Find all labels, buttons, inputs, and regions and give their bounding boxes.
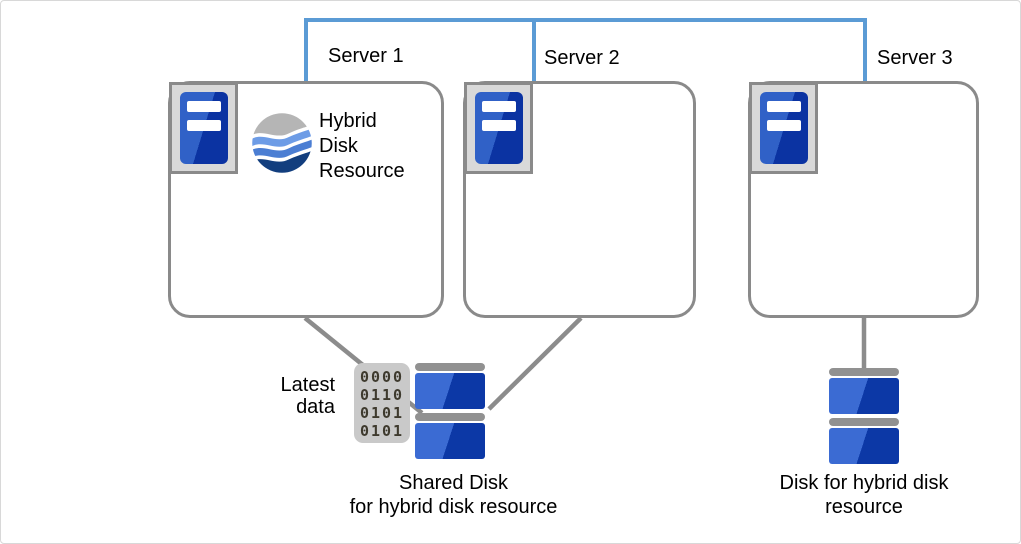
hybrid-disk-caption-line2: resource — [825, 496, 903, 518]
binary-data-icon: 0000 0110 0101 0101 — [354, 363, 410, 443]
disk-platter — [829, 428, 899, 464]
server3-label: Server 3 — [877, 47, 953, 69]
shared-disk-icon — [415, 363, 485, 463]
disk-cap — [415, 413, 485, 421]
server1-icon — [169, 82, 238, 174]
binary-row: 0101 — [359, 404, 405, 422]
shared-disk-caption-line2: for hybrid disk resource — [349, 496, 558, 518]
latest-data-label: Latest data — [241, 374, 335, 418]
binary-row: 0000 — [359, 368, 405, 386]
drive-bay-slot — [186, 101, 221, 112]
disk-cap — [829, 418, 899, 426]
drive-bay-slot — [766, 101, 801, 112]
latest-data-line1: Latest — [280, 374, 335, 396]
server-tower-icon — [179, 92, 228, 164]
latest-data-line2: data — [296, 396, 335, 418]
drive-bay-slot — [481, 120, 516, 131]
hybrid-disk-resource-line2: Disk — [319, 135, 358, 157]
disk-platter — [829, 378, 899, 414]
drive-bay-slot — [186, 120, 221, 131]
hybrid-disk-resource-line1: Hybrid — [319, 110, 377, 132]
server2-box — [463, 81, 696, 318]
server3-icon — [749, 82, 818, 174]
server2-label: Server 2 — [544, 47, 620, 69]
server2-icon — [464, 82, 533, 174]
shared-disk-caption-line1: Shared Disk — [399, 472, 508, 494]
hybrid-disk-resource-label: Hybrid Disk Resource — [319, 109, 405, 184]
disk-cap — [829, 368, 899, 376]
binary-row: 0110 — [359, 386, 405, 404]
disk-cap — [415, 363, 485, 371]
disk-platter — [415, 373, 485, 409]
hybrid-disk-icon — [829, 368, 899, 468]
server1-label: Server 1 — [328, 45, 404, 67]
hybrid-disk-resource-line3: Resource — [319, 160, 405, 182]
drive-bay-slot — [766, 120, 801, 131]
server2-to-shared-disk-line — [487, 316, 583, 411]
hybrid-disk-caption-line1: Disk for hybrid disk — [779, 472, 949, 494]
shared-disk-caption: Shared Disk for hybrid disk resource — [331, 471, 576, 519]
server-tower-icon — [759, 92, 808, 164]
binary-row: 0101 — [359, 422, 405, 440]
hybrid-disk-resource-icon — [252, 113, 312, 173]
drive-bay-slot — [481, 101, 516, 112]
server-tower-icon — [474, 92, 523, 164]
hybrid-disk-caption: Disk for hybrid disk resource — [751, 471, 977, 519]
disk-platter — [415, 423, 485, 459]
heartbeat-network-line — [304, 18, 867, 81]
